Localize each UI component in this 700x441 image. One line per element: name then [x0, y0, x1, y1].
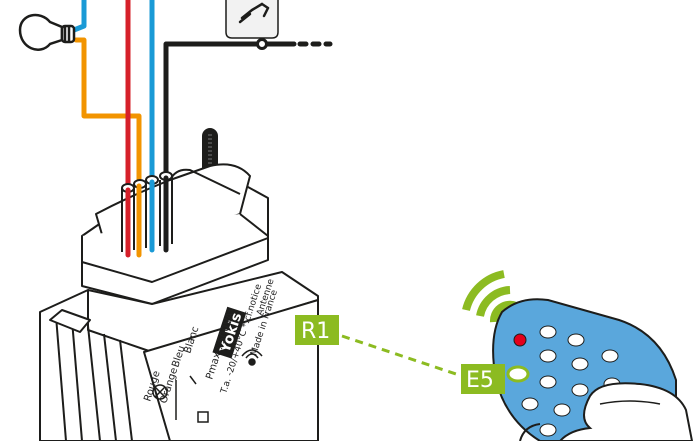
junction-dot: [256, 38, 268, 50]
remote-button: [571, 357, 589, 371]
remote-led: [513, 333, 527, 347]
pairing-link: [341, 334, 457, 376]
orange-wire: [73, 37, 142, 258]
remote-control: [462, 270, 694, 441]
remote-button: [539, 325, 557, 339]
tag-e5-label: E5: [466, 368, 494, 393]
tag-e5: E5: [461, 364, 505, 394]
remote-button: [521, 397, 539, 411]
remote-button: [571, 383, 589, 397]
wire-ends: [125, 175, 169, 258]
light-bulb-icon: [18, 13, 76, 51]
remote-button: [539, 375, 557, 389]
remote-button-e5: [506, 365, 530, 383]
circuit-symbol: [152, 375, 209, 423]
remote-button: [601, 349, 619, 363]
tag-r1-label: R1: [301, 319, 330, 344]
remote-button: [539, 423, 557, 437]
tag-r1: R1: [295, 315, 339, 345]
remote-button: [539, 349, 557, 363]
remote-button: [567, 333, 585, 347]
hand-icon: [558, 382, 694, 441]
blue-wire-bulb: [71, 0, 87, 33]
remote-button: [553, 403, 571, 417]
antenna-symbol-icon: [241, 349, 263, 366]
wall-switch-icon: [225, 0, 279, 39]
